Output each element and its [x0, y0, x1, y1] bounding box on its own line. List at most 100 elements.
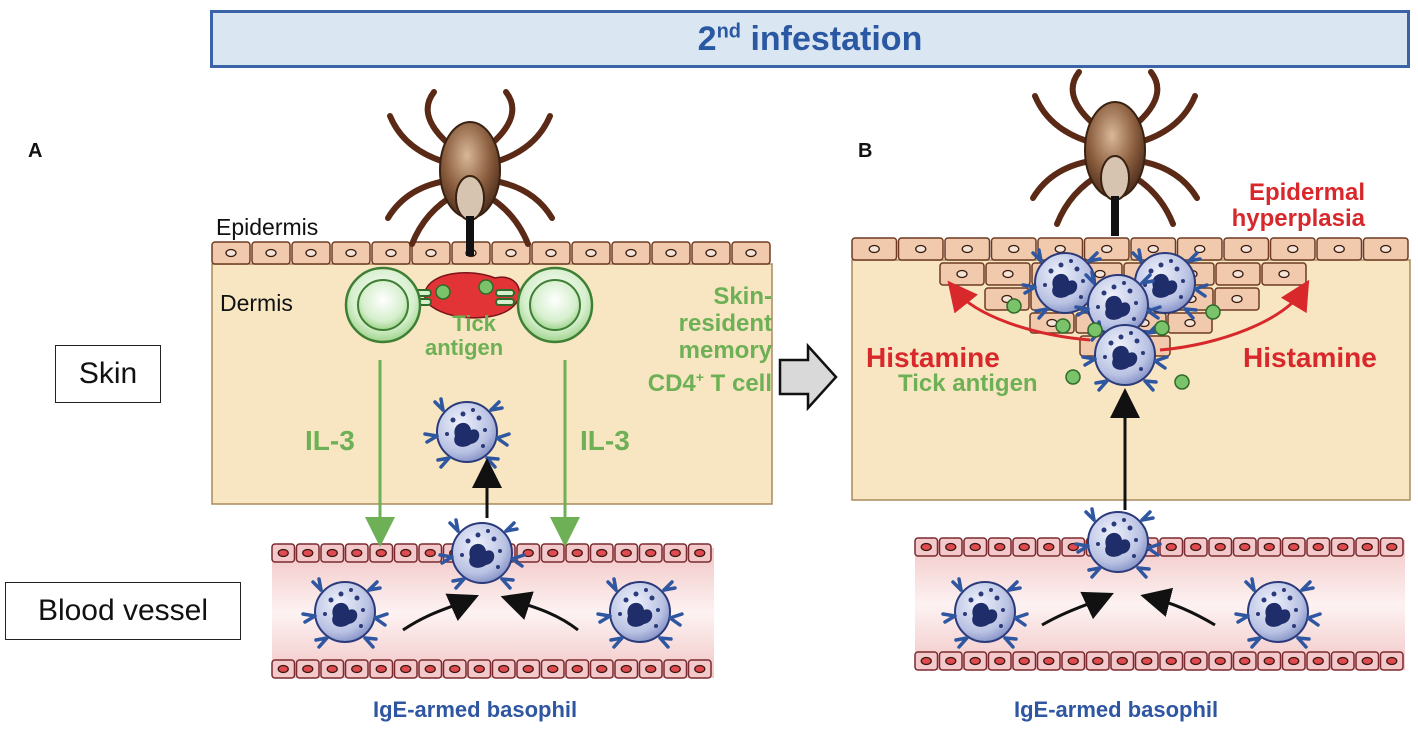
- cell-nucleus: [547, 664, 559, 674]
- cell-nucleus: [345, 248, 357, 258]
- histamine-label-right: Histamine: [1243, 342, 1377, 373]
- cell-nucleus: [920, 656, 932, 666]
- cell-nucleus: [994, 656, 1006, 666]
- cell-nucleus: [1380, 244, 1392, 254]
- cell-nucleus: [1018, 656, 1030, 666]
- cell-nucleus: [1002, 269, 1014, 279]
- recruit-arrow-left-a: [402, 593, 479, 632]
- cell-nucleus: [956, 269, 968, 279]
- cell-nucleus: [498, 664, 510, 674]
- cell-nucleus: [669, 548, 681, 558]
- cell-nucleus: [305, 248, 317, 258]
- cell-nucleus: [665, 248, 677, 258]
- cell-nucleus: [265, 248, 277, 258]
- cell-nucleus: [1054, 244, 1066, 254]
- recruit-arrow-right-a: [500, 591, 579, 632]
- cell-nucleus: [1263, 656, 1275, 666]
- cell-nucleus: [1312, 656, 1324, 666]
- cell-nucleus: [669, 664, 681, 674]
- cell-nucleus: [645, 548, 657, 558]
- cell-nucleus: [1337, 656, 1349, 666]
- cell-nucleus: [400, 548, 412, 558]
- vessel-cells-b: [914, 537, 1404, 671]
- cell-nucleus: [375, 664, 387, 674]
- cell-nucleus: [1190, 656, 1202, 666]
- cell-nucleus: [571, 664, 583, 674]
- memory-t-cell-label: Skin- resident memory CD4+ T cell: [647, 283, 772, 397]
- cell-nucleus: [1263, 542, 1275, 552]
- transition-arrow: [778, 342, 838, 412]
- cell-nucleus: [961, 244, 973, 254]
- cell-nucleus: [1067, 656, 1079, 666]
- cell-nucleus: [424, 548, 436, 558]
- cell-nucleus: [1239, 542, 1251, 552]
- cell-nucleus: [522, 548, 534, 558]
- tick-antigen-label-a: Tick antigen: [425, 311, 504, 360]
- cell-nucleus: [1094, 269, 1106, 279]
- cell-nucleus: [1287, 244, 1299, 254]
- histamine-arrow-right: [1159, 279, 1310, 352]
- cell-nucleus: [1337, 542, 1349, 552]
- basophil-label-a: IgE-armed basophil: [373, 697, 578, 722]
- tick-antigen-dots-b: [1006, 298, 1221, 390]
- epidermis-label: Epidermis: [216, 214, 319, 240]
- tick-b: [1033, 72, 1197, 236]
- recruit-arrow-left-b: [1041, 591, 1114, 627]
- cell-nucleus: [505, 248, 517, 258]
- tick-antigen-label-b: Tick antigen: [898, 370, 1038, 397]
- cell-nucleus: [1333, 244, 1345, 254]
- cell-nucleus: [625, 248, 637, 258]
- basophil-label-b: IgE-armed basophil: [1014, 697, 1219, 722]
- cell-nucleus: [425, 248, 437, 258]
- blood-vessel-label: Blood vessel: [5, 582, 241, 640]
- cell-nucleus: [1288, 542, 1300, 552]
- cell-nucleus: [694, 548, 706, 558]
- cell-nucleus: [571, 548, 583, 558]
- cell-nucleus: [1361, 542, 1373, 552]
- cell-nucleus: [473, 664, 485, 674]
- dermis-label: Dermis: [220, 290, 293, 316]
- cell-nucleus: [449, 664, 461, 674]
- cell-nucleus: [1018, 542, 1030, 552]
- cell-nucleus: [1184, 318, 1196, 328]
- cell-nucleus: [1147, 244, 1159, 254]
- cell-nucleus: [1165, 656, 1177, 666]
- cell-nucleus: [1278, 269, 1290, 279]
- cell-nucleus: [522, 664, 534, 674]
- cell-nucleus: [1288, 656, 1300, 666]
- cell-nucleus: [1239, 656, 1251, 666]
- cell-nucleus: [225, 248, 237, 258]
- cell-nucleus: [302, 664, 314, 674]
- cell-nucleus: [920, 542, 932, 552]
- cell-nucleus: [945, 656, 957, 666]
- cell-nucleus: [1043, 542, 1055, 552]
- cell-nucleus: [745, 248, 757, 258]
- panel-a-letter: A: [28, 140, 43, 162]
- cell-nucleus: [385, 248, 397, 258]
- cell-nucleus: [969, 656, 981, 666]
- cell-nucleus: [694, 664, 706, 674]
- cell-nucleus: [1240, 244, 1252, 254]
- cell-nucleus: [620, 664, 632, 674]
- cell-nucleus: [326, 664, 338, 674]
- panel-a-diagram: [211, 92, 773, 679]
- cell-nucleus: [545, 248, 557, 258]
- cell-nucleus: [945, 542, 957, 552]
- cell-nucleus: [1190, 542, 1202, 552]
- cell-nucleus: [1231, 294, 1243, 304]
- cell-nucleus: [1386, 656, 1398, 666]
- banner-title: 2nd infestation: [697, 19, 923, 58]
- il3-label-left: IL-3: [305, 425, 355, 456]
- cell-nucleus: [351, 664, 363, 674]
- cell-nucleus: [1008, 244, 1020, 254]
- cell-nucleus: [1116, 656, 1128, 666]
- cell-nucleus: [424, 664, 436, 674]
- cell-nucleus: [994, 542, 1006, 552]
- tick-antigen-blob-a: [424, 272, 521, 319]
- cell-nucleus: [277, 664, 289, 674]
- cell-nucleus: [1165, 542, 1177, 552]
- cell-nucleus: [375, 548, 387, 558]
- cell-nucleus: [1141, 656, 1153, 666]
- cell-nucleus: [1312, 542, 1324, 552]
